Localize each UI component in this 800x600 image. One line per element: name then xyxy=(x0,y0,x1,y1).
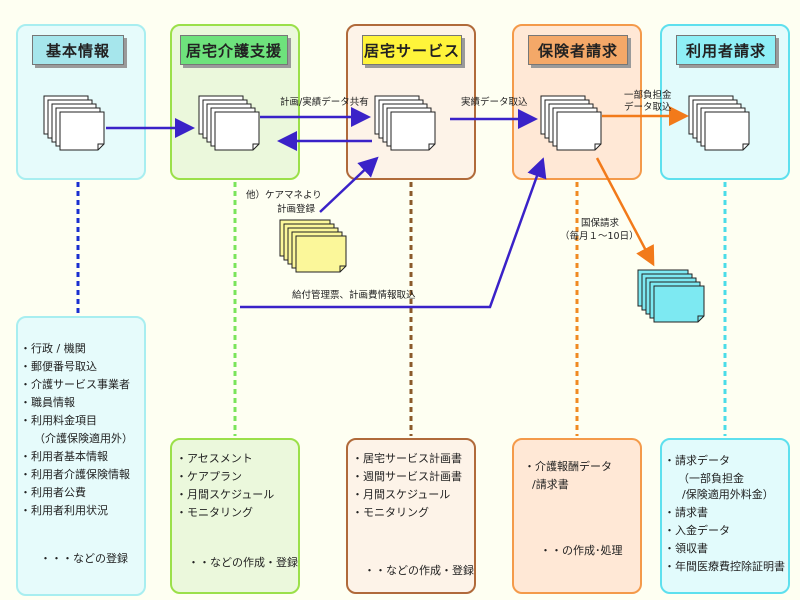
label-tano-2: 計画登録 xyxy=(277,204,316,215)
list-item: ・月間スケジュール xyxy=(176,488,275,501)
kyotaku-document-stack xyxy=(198,95,260,151)
header-riyosha: 利用者請求 xyxy=(676,35,776,65)
header-hoken: 保険者請求 xyxy=(528,35,628,65)
header-service: 居宅サービス xyxy=(362,35,462,65)
label-kokuho-2: （毎月１～10日） xyxy=(560,231,639,242)
list-item: （一部負担金 xyxy=(678,472,744,485)
hoken-document-stack xyxy=(540,95,602,151)
kyotaku-list-panel xyxy=(170,438,300,594)
list-item: ・週間サービス計画書 xyxy=(352,470,462,483)
label-ichibu-1: 一部負担金 xyxy=(624,90,672,101)
kokuho-document-stack xyxy=(637,269,705,323)
label-kyufu: 給付管理票、計画費情報取込 xyxy=(292,290,416,301)
list-item: ・請求データ xyxy=(664,454,730,467)
list-item: /請求書 xyxy=(532,478,569,491)
list-item: ・請求書 xyxy=(664,506,708,519)
list-item: ・利用者公費 xyxy=(20,486,86,499)
list-item: ・領収書 xyxy=(664,542,708,555)
list-item: ・月間スケジュール xyxy=(352,488,451,501)
list-footer: ・・などの作成・登録 xyxy=(364,564,474,577)
header-kihon: 基本情報 xyxy=(32,35,124,65)
list-item: ・郵便番号取込 xyxy=(20,360,97,373)
list-item: ・年間医療費控除証明書 xyxy=(664,560,785,573)
list-item: （介護保険適用外） xyxy=(34,432,133,445)
label-tano-1: 他）ケアマネより xyxy=(246,190,322,201)
service-list: ・居宅サービス計画書 ・週間サービス計画書 ・月間スケジュール ・モニタリング … xyxy=(346,438,476,594)
riyosha-list-panel xyxy=(660,438,790,594)
hoken-list: ・介護報酬データ /請求書 ・・の作成･処理 xyxy=(512,438,642,594)
list-item: /保険適用外料金） xyxy=(682,488,774,501)
arrow-hoken-to-kokuho xyxy=(595,157,655,267)
kihon-list-panel xyxy=(16,316,146,596)
label-share: 計画/実績データ共有 xyxy=(280,97,369,108)
hoken-list-panel xyxy=(512,438,642,594)
label-jisseki: 実績データ取込 xyxy=(461,97,528,108)
arrow-kyufu-to-hoken xyxy=(240,157,547,309)
list-item: ・モニタリング xyxy=(352,506,429,519)
list-item: ・介護サービス事業者 xyxy=(20,378,130,391)
list-item: ・アセスメント xyxy=(176,452,253,465)
list-item: ・ケアプラン xyxy=(176,470,242,483)
list-item: ・利用者介護保険情報 xyxy=(20,468,130,481)
label-kokuho-1: 国保請求 xyxy=(581,218,620,229)
header-kyotaku: 居宅介護支援 xyxy=(180,35,288,65)
service-list-panel xyxy=(346,438,476,594)
list-item: ・介護報酬データ xyxy=(524,460,612,473)
list-item: ・職員情報 xyxy=(20,396,75,409)
list-item: ・利用者利用状況 xyxy=(20,504,108,517)
label-ichibu-2: データ取込 xyxy=(624,102,672,113)
list-item: ・行政 / 機関 xyxy=(20,342,86,355)
list-footer: ・・の作成･処理 xyxy=(540,544,623,557)
arrow-careplan-to-service xyxy=(319,156,379,213)
kihon-document-stack xyxy=(43,95,105,151)
service-document-stack xyxy=(374,95,436,151)
list-footer: ・・・などの登録 xyxy=(40,552,128,565)
careplan-document-stack xyxy=(279,219,347,273)
list-item: ・利用者基本情報 xyxy=(20,450,108,463)
list-item: ・モニタリング xyxy=(176,506,253,519)
riyosha-list: ・請求データ （一部負担金 /保険適用外料金） ・請求書 ・入金データ ・領収書… xyxy=(660,438,790,594)
list-item: ・入金データ xyxy=(664,524,730,537)
list-item: ・利用料金項目 xyxy=(20,414,97,427)
kyotaku-list: ・アセスメント ・ケアプラン ・月間スケジュール ・モニタリング ・・などの作成… xyxy=(170,438,300,594)
list-item: ・居宅サービス計画書 xyxy=(352,452,462,465)
kihon-list: ・行政 / 機関 ・郵便番号取込 ・介護サービス事業者 ・職員情報 ・利用料金項… xyxy=(16,316,146,596)
list-footer: ・・などの作成・登録 xyxy=(188,556,298,569)
riyosha-document-stack xyxy=(688,95,750,151)
